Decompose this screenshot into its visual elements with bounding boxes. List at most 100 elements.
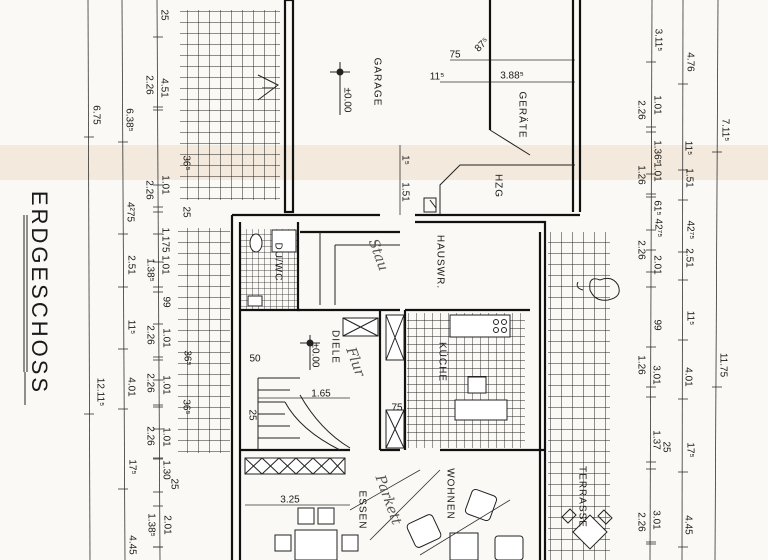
level-marker-icon	[300, 335, 320, 370]
dimension-label: 1.38⁵	[144, 258, 155, 282]
room-label-geraete: GERÄTE	[516, 91, 528, 138]
left-terrace-tiles	[180, 10, 280, 200]
dimension-label: 4.01	[682, 367, 693, 387]
dimension-label: 1.30	[160, 460, 171, 480]
terrace-table-icon	[572, 514, 608, 550]
dimension-label: 2.26	[144, 373, 155, 393]
dimension-label: 25	[246, 409, 257, 421]
dimension-label: 2.26	[144, 426, 155, 446]
dimension-label: 1⁵	[399, 155, 410, 165]
dimension-label: 12.11⁵	[94, 378, 105, 406]
sideboard-icon	[244, 457, 346, 475]
dimension-label: 3.11⁵	[652, 29, 663, 52]
room-label-garage: GARAGE	[371, 58, 382, 107]
dimension-label: 25	[180, 206, 191, 218]
dining-table-icon	[294, 529, 338, 560]
dimension-label: 2.26	[635, 240, 646, 260]
dimension-label: 7.11⁵	[719, 119, 730, 142]
dimension-label: 4.76	[684, 52, 695, 72]
dimension-label: 87⁵	[473, 36, 492, 55]
armchair-icon	[464, 488, 498, 522]
level-diele: ±0.00	[309, 343, 320, 368]
dimension-label: 1.01	[160, 375, 171, 395]
coffee-table-icon	[449, 532, 479, 560]
armchair-icon	[406, 514, 442, 548]
staircase	[257, 377, 351, 451]
room-label-heizung: HZG	[492, 174, 503, 198]
level-marker-icon	[330, 62, 350, 115]
dimension-label: 2.51	[683, 248, 694, 268]
chair-icon	[274, 534, 292, 552]
toilet-icon	[249, 233, 263, 253]
dimension-label: 1.01	[159, 175, 170, 195]
room-label-terrasse: TERRASSE	[576, 466, 587, 528]
dimension-label: 3.88⁵	[500, 71, 524, 82]
dimension-label: 1.01	[651, 95, 662, 115]
kitchen-chair-icon	[467, 376, 487, 394]
dimension-label: 11⁵	[684, 311, 695, 326]
dimension-label: 4.01	[125, 377, 136, 397]
dimension-label: 1.51	[399, 182, 410, 202]
dimension-label: 2.26	[635, 100, 646, 120]
left-entrance-arrow-icon	[257, 74, 279, 101]
kitchen-table-icon	[454, 399, 508, 421]
dimension-label: 2.26	[635, 512, 646, 532]
dimension-label: 2.01	[651, 255, 662, 275]
handwritten-note: Parkett	[371, 472, 404, 527]
dimension-label: 11.75	[717, 353, 728, 378]
dimension-label: 6.38⁵	[123, 108, 134, 132]
room-label-essen: ESSEN	[356, 491, 367, 530]
room-label-hauswirtschaft: HAUSWR.	[434, 235, 445, 289]
dimension-label: 3.01	[650, 365, 661, 385]
room-label-kueche: KÜCHE	[436, 342, 448, 382]
shower-icon	[271, 229, 297, 253]
dimension-label: 25	[168, 478, 179, 490]
dimension-lines	[84, 0, 722, 560]
dimension-label: 1.01	[651, 162, 662, 182]
dimension-label: 1.01	[160, 427, 171, 447]
dimension-label: 61⁵	[651, 200, 662, 215]
chair-icon	[297, 507, 315, 525]
dimension-label: 17⁵	[684, 442, 695, 457]
dimension-label: 3.01	[650, 510, 661, 530]
level-garage: ±0.00	[341, 88, 352, 113]
dimension-label: 2.26	[143, 180, 154, 200]
chair-icon	[341, 534, 359, 552]
right-terrace-tiles	[548, 232, 610, 560]
terrace-chair-icon	[561, 508, 613, 525]
floor-title: ERDGESCHOSS	[23, 191, 52, 405]
paper-fold-stain	[0, 145, 768, 180]
dimension-label: 1.26	[635, 165, 646, 185]
sink-icon	[247, 295, 263, 307]
dimension-label: 42⁷⁵	[684, 221, 695, 240]
dimension-label: 2.01	[161, 515, 172, 535]
dimension-label: 50	[249, 354, 261, 365]
dimension-label: 1.01	[159, 255, 170, 275]
dimension-label: 11⁵	[125, 320, 136, 335]
dimension-label: 1.51	[683, 168, 694, 188]
dimension-label: 11⁵	[430, 72, 445, 83]
dimension-label: 17⁵	[126, 459, 137, 474]
dimension-label: 4²75	[124, 202, 135, 222]
dimension-label: 36⁵	[181, 350, 192, 365]
dimension-label: 6.75	[90, 105, 101, 125]
floor-title-text: ERDGESCHOSS	[27, 191, 52, 395]
handwritten-note: Flur	[342, 344, 368, 380]
plant-icon	[576, 277, 620, 301]
dimension-label: 1.36⁵	[651, 140, 662, 164]
cooktop-icon	[493, 319, 507, 333]
dimension-label: 4.45	[682, 515, 693, 535]
dimension-label: 3.25	[280, 495, 300, 506]
dimension-label: 2.26	[143, 75, 154, 95]
dimension-label: 1.175	[159, 227, 170, 252]
sofa-icon	[494, 535, 524, 560]
dimension-label: 36⁵	[180, 155, 191, 170]
dimension-label: 99	[160, 296, 171, 308]
dimension-label: 75	[391, 403, 403, 414]
room-label-diele: DIELE	[329, 330, 340, 364]
dimension-label: 1.26	[635, 355, 646, 375]
dimension-label: 11⁵	[682, 141, 693, 156]
dimension-label: 1.65	[311, 389, 331, 400]
room-label-wohnen: WOHNEN	[444, 468, 455, 520]
